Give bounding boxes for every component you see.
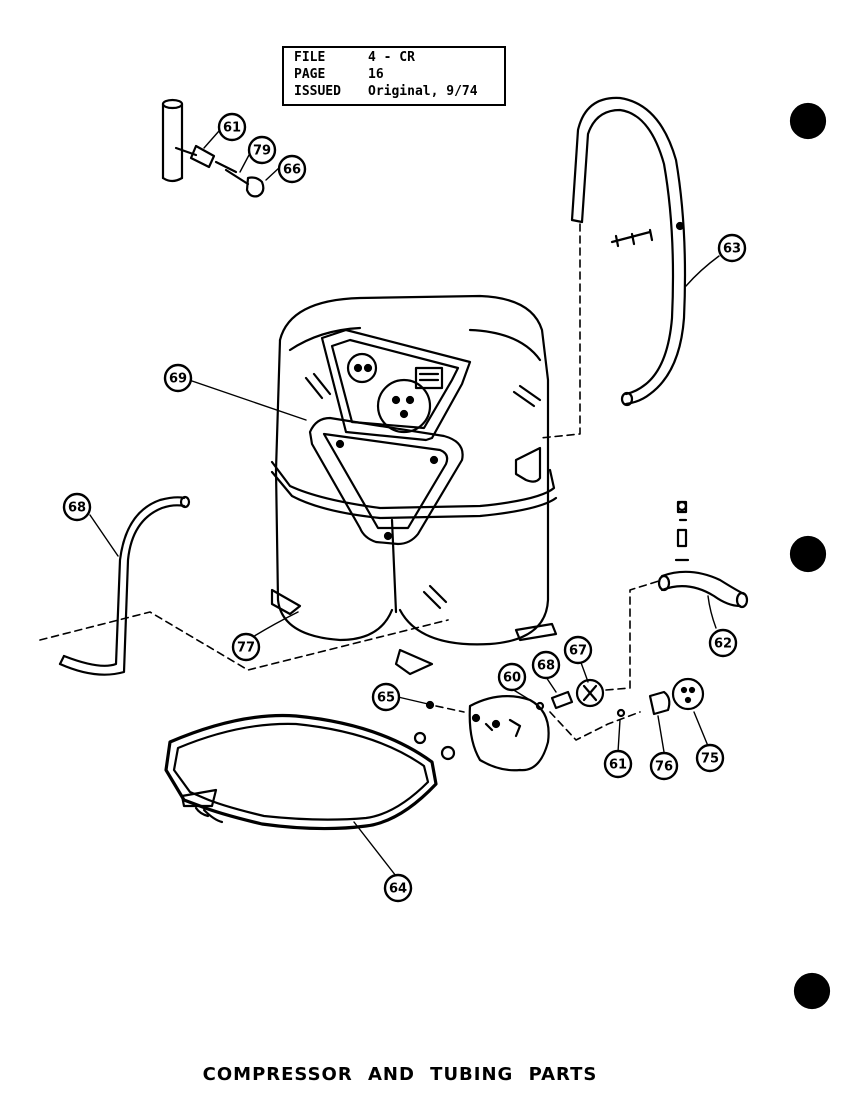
callout-67: 67 xyxy=(569,644,587,659)
page-row: PAGE 16 xyxy=(294,67,384,82)
callout-62: 62 xyxy=(714,637,732,652)
callout-circles xyxy=(62,112,747,903)
binder-hole-top xyxy=(789,102,827,140)
callout-69: 69 xyxy=(169,372,187,387)
callout-75: 75 xyxy=(701,752,719,767)
issued-label: ISSUED xyxy=(294,84,341,99)
gasket-64 xyxy=(164,713,438,831)
assembly-lines xyxy=(39,223,663,741)
compressor xyxy=(270,294,558,676)
callout-68-left: 68 xyxy=(68,501,86,516)
diagram-title: COMPRESSOR AND TUBING PARTS xyxy=(202,1064,598,1085)
tube-62 xyxy=(657,500,749,609)
callout-60: 60 xyxy=(503,671,521,686)
callout-66: 66 xyxy=(283,163,301,178)
suction-tube xyxy=(58,495,191,676)
callout-76: 76 xyxy=(655,760,673,775)
issued-value: Original, 9/74 xyxy=(368,84,478,99)
callout-61-bottom: 61 xyxy=(609,758,627,773)
issued-row: ISSUED Original, 9/74 xyxy=(294,84,478,99)
callout-61-top: 61 xyxy=(223,121,241,136)
callout-68-right: 68 xyxy=(537,659,555,674)
file-row: FILE 4 - CR xyxy=(294,50,415,65)
callout-65: 65 xyxy=(377,691,395,706)
callout-77: 77 xyxy=(237,641,255,656)
file-value: 4 - CR xyxy=(368,50,415,65)
page-label: PAGE xyxy=(294,67,326,82)
pipe-stub-assembly xyxy=(161,98,265,198)
callout-79: 79 xyxy=(253,144,271,159)
terminal-parts xyxy=(413,677,705,772)
file-label: FILE xyxy=(294,50,326,65)
callout-64: 64 xyxy=(389,882,407,897)
discharge-tube-63 xyxy=(570,96,687,407)
binder-hole-middle xyxy=(789,535,827,573)
page-value: 16 xyxy=(368,67,384,82)
callout-63: 63 xyxy=(723,242,741,257)
file-info-box: FILE 4 - CR PAGE 16 ISSUED Original, 9/74 xyxy=(282,46,506,106)
binder-hole-bottom xyxy=(793,972,831,1010)
